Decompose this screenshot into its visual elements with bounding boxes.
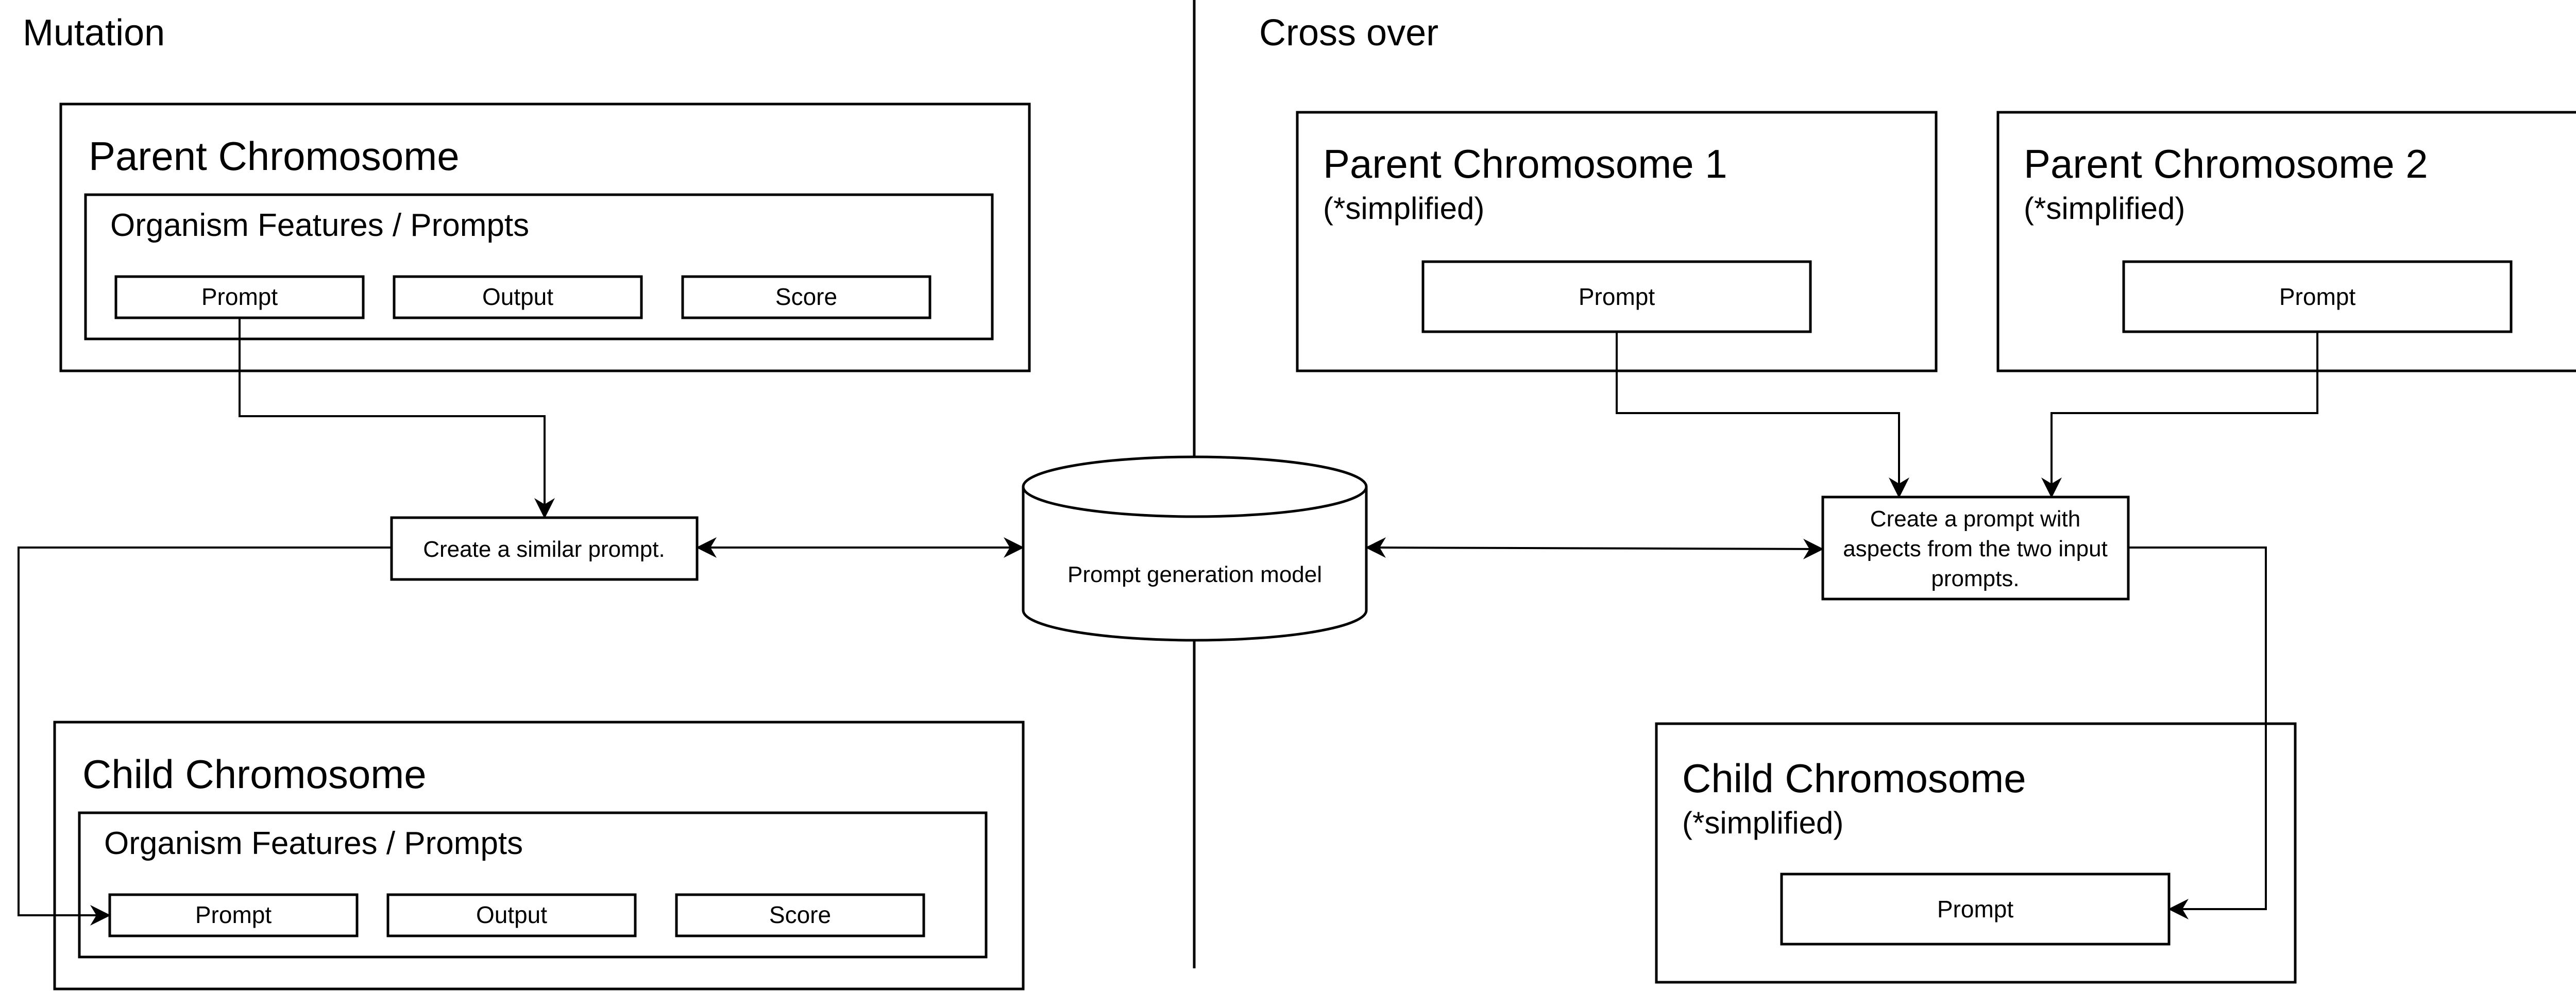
arrow-mutation-op-to-child-prompt [18,546,392,926]
section-title-mutation: Mutation [23,12,165,54]
mutation-parent-prompt-label: Prompt [201,283,278,310]
crossover-child-chromosome: Child Chromosome (*simplified) Prompt [1655,722,2297,984]
mutation-child-chromosome: Child Chromosome Organism Features / Pro… [53,721,1025,990]
crossover-child-prompt-label: Prompt [1937,896,2013,922]
crossover-parent-2-prompt-cell: Prompt [2122,260,2513,333]
crossover-operation-line-2: aspects from the two input [1843,536,2108,561]
crossover-child-subtitle: (*simplified) [1682,806,1843,840]
crossover-parent-2: Parent Chromosome 2 (*simplified) Prompt [1996,111,2576,372]
crossover-parent-2-subtitle: (*simplified) [2024,191,2185,226]
mutation-parent-title: Parent Chromosome [89,133,460,179]
mutation-child-output-label: Output [476,901,547,928]
mutation-parent-output-label: Output [482,283,553,310]
mutation-parent-score-label: Score [775,283,837,310]
arrow-parent-prompt-to-mutation-op [239,318,555,519]
arrow-model-crossover-op [1365,537,1824,559]
crossover-operation-box: Create a prompt with aspects from the tw… [1821,496,2130,601]
mutation-parent-score-cell: Score [681,275,931,319]
crossover-operation-line-1: Create a prompt with [1870,506,2080,532]
crossover-parent-1-subtitle: (*simplified) [1323,191,1484,226]
section-title-crossover: Cross over [1259,12,1438,54]
mutation-parent-prompt-cell: Prompt [114,275,365,319]
crossover-parent-1-prompt-label: Prompt [1579,283,1655,310]
arrow-crossover-op-to-child-prompt [2128,546,2267,919]
mutation-operation-box: Create a similar prompt. [390,516,699,581]
prompt-generation-model: Prompt generation model [1022,455,1368,642]
crossover-child-title: Child Chromosome [1682,756,2026,801]
crossover-parent-2-prompt-label: Prompt [2279,283,2355,310]
mutation-operation-label: Create a similar prompt. [423,537,665,562]
mutation-parent-output-cell: Output [393,275,643,319]
mutation-child-features: Organism Features / Prompts Prompt Outpu… [78,811,988,959]
crossover-parent-1: Parent Chromosome 1 (*simplified) Prompt [1296,111,1938,372]
mutation-child-features-title: Organism Features / Prompts [104,826,523,861]
mutation-child-score-label: Score [769,901,831,928]
model-label: Prompt generation model [1067,562,1322,587]
crossover-child-prompt-cell: Prompt [1780,873,2171,946]
mutation-child-prompt-cell: Prompt [108,893,359,937]
arrow-parent2-to-crossover-op [2041,332,2318,498]
mutation-parent-features: Organism Features / Prompts Prompt Outpu… [84,193,994,340]
crossover-parent-2-title: Parent Chromosome 2 [2024,141,2428,186]
crossover-operation-line-3: prompts. [1931,566,2019,591]
mutation-child-output-cell: Output [386,893,637,937]
mutation-parent-chromosome: Parent Chromosome Organism Features / Pr… [59,102,1031,372]
connectors [18,318,2318,926]
mutation-child-score-cell: Score [675,893,925,937]
crossover-parent-1-prompt-cell: Prompt [1421,260,1812,333]
mutation-child-title: Child Chromosome [82,751,427,797]
crossover-parent-1-title: Parent Chromosome 1 [1323,141,1727,186]
arrow-parent1-to-crossover-op [1616,332,1909,498]
mutation-child-prompt-label: Prompt [195,901,272,928]
mutation-parent-features-title: Organism Features / Prompts [110,208,529,243]
